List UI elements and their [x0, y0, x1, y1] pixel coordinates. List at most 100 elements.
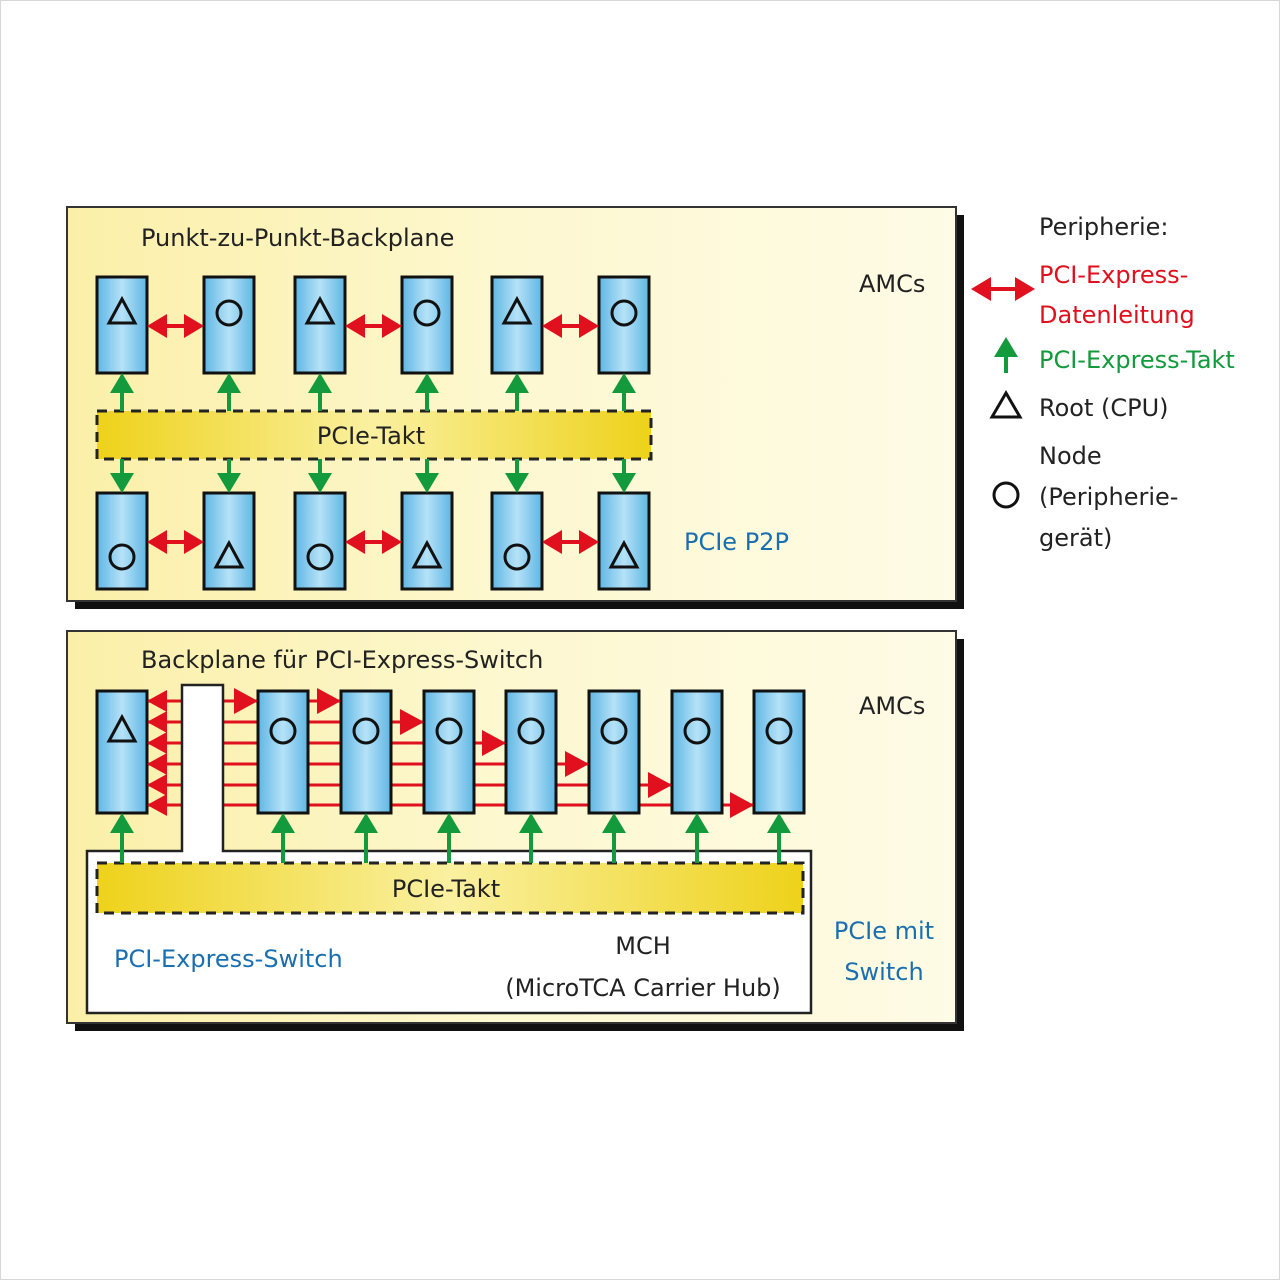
- legend-root: Root (CPU): [1039, 394, 1169, 422]
- amc-card: [339, 689, 393, 815]
- data-arrowhead: [147, 690, 167, 712]
- amc-card: [202, 491, 256, 591]
- pcie-clock-bar: [95, 409, 653, 461]
- switch-caption-2: Switch: [844, 958, 923, 986]
- node-circle-icon: [600, 717, 628, 745]
- legend-title: Peripherie:: [1039, 213, 1169, 241]
- data-line-arrow: [345, 530, 402, 554]
- legend-node-2: (Peripherie-: [1039, 483, 1178, 511]
- amc-cards-top: [95, 275, 651, 591]
- node-circle-icon: [269, 717, 297, 745]
- amc-card: [490, 275, 544, 375]
- data-line-arrow: [542, 314, 599, 338]
- node-circle-icon: [517, 717, 545, 745]
- up-arrow-icon: [994, 337, 1018, 373]
- clock-arrow: [612, 373, 636, 411]
- data-line-arrow: [147, 314, 204, 338]
- clock-arrow: [217, 373, 241, 411]
- clock-arrow: [519, 813, 543, 863]
- p2p-caption: PCIe P2P: [684, 528, 789, 556]
- legend-data-1: PCI-Express-: [1039, 261, 1188, 289]
- clock-label: PCIe-Takt: [317, 422, 425, 450]
- amc-cards-bottom: [95, 688, 806, 863]
- clock-arrow: [612, 459, 636, 493]
- triangle-icon: [989, 390, 1023, 419]
- data-line-arrow: [147, 530, 204, 554]
- legend-node-1: Node: [1039, 442, 1102, 470]
- clock-arrow: [308, 459, 332, 493]
- node-circle-icon: [306, 543, 334, 571]
- amc-card: [752, 689, 806, 815]
- data-arrowhead: [400, 709, 424, 735]
- data-arrowhead: [565, 751, 589, 777]
- data-arrowhead: [730, 792, 754, 818]
- data-arrowhead: [147, 711, 167, 733]
- clock-arrow: [110, 373, 134, 411]
- amc-card: [293, 491, 347, 591]
- root-triangle-icon: [501, 295, 533, 325]
- pcie-switch-label: PCI-Express-Switch: [114, 945, 343, 973]
- legend-node-3: gerät): [1039, 524, 1112, 552]
- clock-arrow: [354, 813, 378, 863]
- pcie-clock-bar-2: [95, 861, 805, 915]
- node-circle-icon: [413, 299, 441, 327]
- clock-arrow: [685, 813, 709, 863]
- amc-card: [202, 275, 256, 375]
- legend-data-2: Datenleitung: [1039, 301, 1195, 329]
- node-circle-icon: [610, 299, 638, 327]
- amcs-label-2: AMCs: [859, 692, 925, 720]
- data-arrowhead: [648, 772, 672, 798]
- amc-card: [422, 689, 476, 815]
- root-triangle-icon: [106, 713, 138, 743]
- data-arrowhead: [147, 732, 167, 754]
- clock-arrow: [505, 373, 529, 411]
- amc-card: [293, 275, 347, 375]
- clock-label-2: PCIe-Takt: [392, 875, 500, 903]
- root-triangle-icon: [411, 539, 443, 569]
- clock-arrow: [110, 813, 134, 863]
- amc-card: [597, 491, 651, 591]
- root-triangle-icon: [213, 539, 245, 569]
- amcs-label: AMCs: [859, 270, 925, 298]
- amc-card: [490, 491, 544, 591]
- data-arrowhead: [147, 774, 167, 796]
- node-circle-icon: [683, 717, 711, 745]
- amc-card: [504, 689, 558, 815]
- amc-card: [597, 275, 651, 375]
- data-arrowhead: [147, 753, 167, 775]
- node-circle-icon: [352, 717, 380, 745]
- clock-arrow: [767, 813, 791, 863]
- amc-card: [95, 275, 149, 375]
- clock-arrow: [437, 813, 461, 863]
- switch-title: Backplane für PCI-Express-Switch: [141, 646, 543, 674]
- clock-arrow: [110, 459, 134, 493]
- clock-arrow: [308, 373, 332, 411]
- circle-icon: [992, 481, 1020, 509]
- clock-arrow: [217, 459, 241, 493]
- clock-arrow: [271, 813, 295, 863]
- double-arrow-icon: [971, 277, 1035, 301]
- p2p-panel: Punkt-zu-Punkt-Backplane AMCs PCIe P2P P…: [66, 206, 964, 609]
- amc-card: [95, 491, 149, 591]
- data-arrowhead: [147, 794, 167, 816]
- amc-card: [400, 491, 454, 591]
- node-circle-icon: [215, 299, 243, 327]
- node-circle-icon: [108, 543, 136, 571]
- mch-label: MCH: [615, 932, 671, 960]
- data-arrowhead: [482, 730, 506, 756]
- node-circle-icon: [435, 717, 463, 745]
- node-circle-icon: [765, 717, 793, 745]
- mch-box: [85, 683, 813, 1015]
- p2p-title: Punkt-zu-Punkt-Backplane: [141, 224, 454, 252]
- node-circle-icon: [503, 543, 531, 571]
- amc-card: [400, 275, 454, 375]
- clock-arrow: [415, 373, 439, 411]
- data-arrowhead: [317, 688, 341, 714]
- root-triangle-icon: [304, 295, 336, 325]
- mch-full-label: (MicroTCA Carrier Hub): [505, 974, 781, 1002]
- data-line-arrow: [345, 314, 402, 338]
- switch-caption-1: PCIe mit: [834, 917, 934, 945]
- amc-card: [95, 689, 149, 815]
